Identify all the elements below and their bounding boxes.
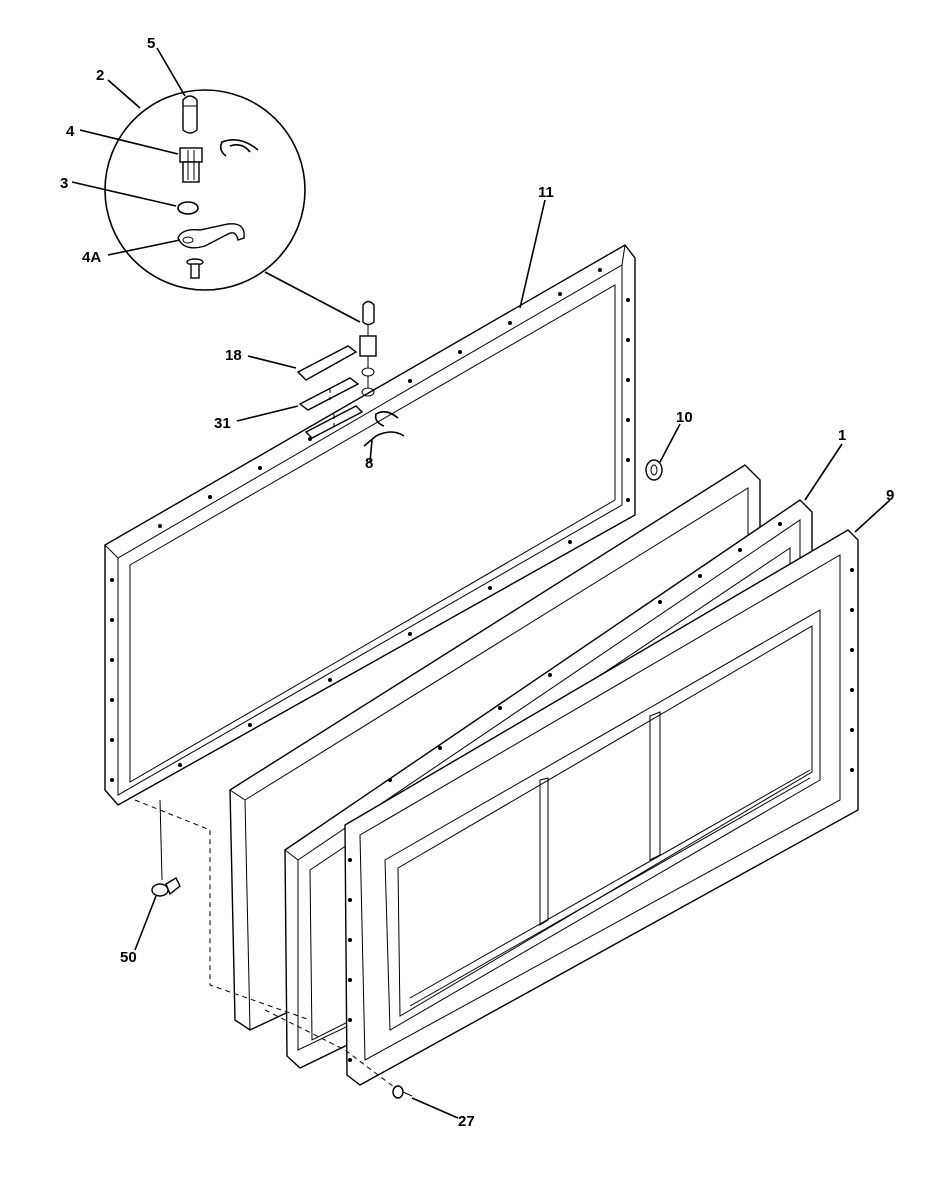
callout-5: 5 [147,35,155,52]
callout-2: 2 [96,67,104,84]
callout-9: 9 [886,487,894,504]
callout-27: 27 [458,1113,475,1130]
gasket-frame-part [104,244,636,806]
hinge-pin-part [182,95,198,134]
outer-door-panel-part [344,529,859,1086]
hinge-clip-part [219,139,259,157]
callout-11: 11 [538,184,554,201]
callout-10: 10 [676,409,693,426]
bottom-screw-part [392,1085,413,1099]
hinge-bushing-part [179,147,203,183]
callout-4: 4 [66,123,75,140]
callout-labels: 5 2 4 3 4A 11 18 31 8 10 1 9 50 27 [60,35,894,1130]
hinge-detail-circle [104,89,306,291]
assembly-guide-line [264,1009,399,1091]
hinge-stack-part [359,300,405,447]
hinge-bracket-part [177,223,245,249]
screw-part [186,258,204,279]
callout-4a: 4A [82,249,101,266]
callout-3: 3 [60,175,68,192]
callout-31: 31 [214,415,231,432]
callout-1: 1 [838,427,846,444]
assembly-guide-line [134,799,311,1021]
callout-18: 18 [225,347,242,364]
callout-50: 50 [120,949,137,966]
lid-stop-part [645,459,663,481]
hinge-pad-parts [296,345,364,439]
detail-leader-line [264,271,361,323]
latch-knob-part [151,799,181,897]
washer-part [177,201,199,215]
callout-8: 8 [365,455,373,472]
leader-lines [71,47,891,1119]
